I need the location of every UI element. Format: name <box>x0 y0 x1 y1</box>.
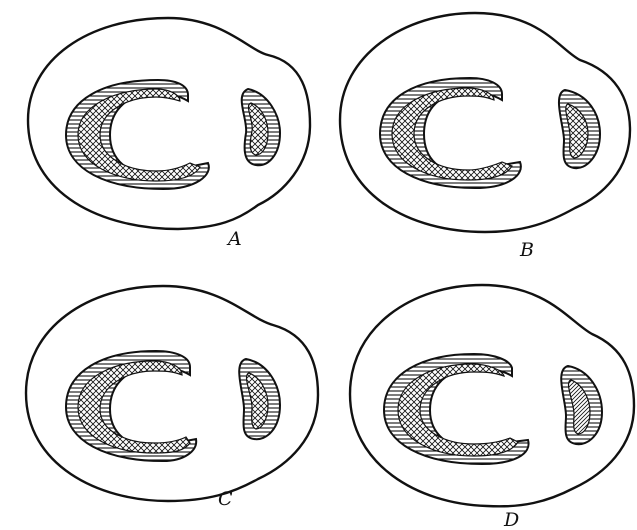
panel-c: C <box>26 286 318 510</box>
panel-d: D <box>350 285 634 530</box>
panel-b: B <box>340 13 630 261</box>
panel-d-label: D <box>503 509 519 530</box>
panel-a: A <box>28 18 310 250</box>
panel-a-label: A <box>226 228 242 250</box>
panel-b-label: B <box>519 239 534 261</box>
panel-c-label: C <box>218 488 233 510</box>
